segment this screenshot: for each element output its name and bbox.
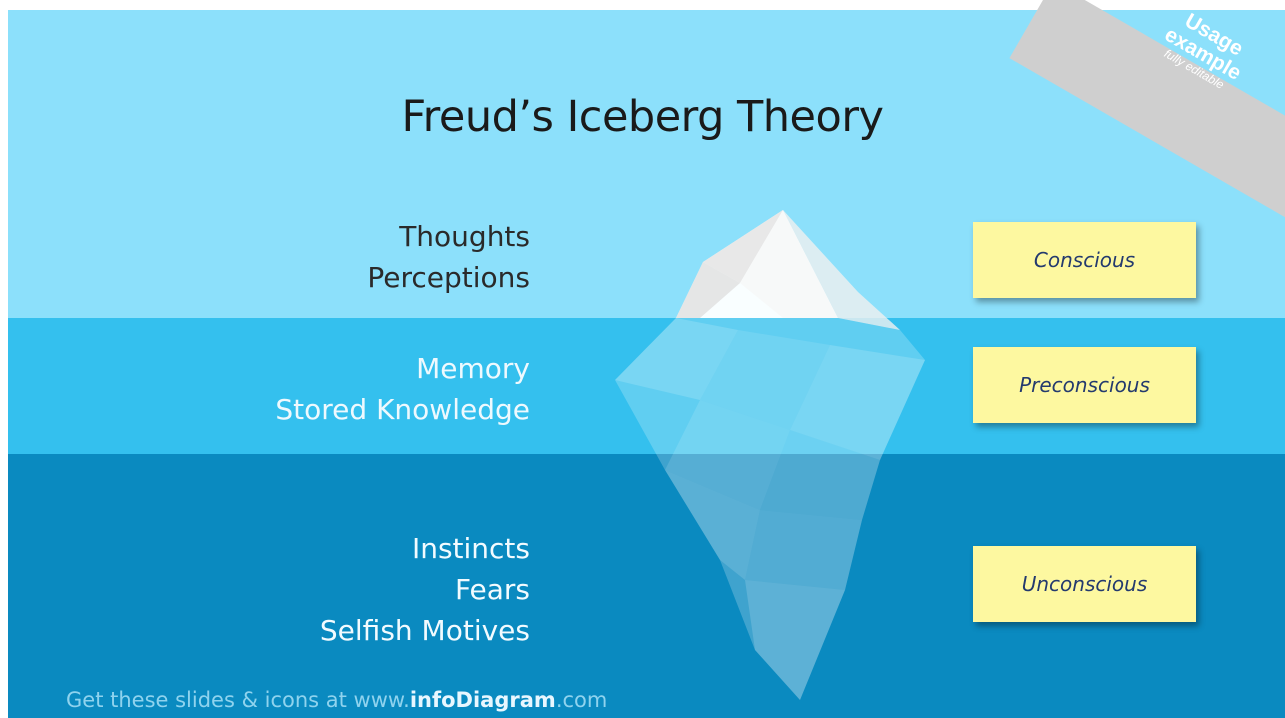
conscious-label-note: Conscious — [973, 222, 1196, 298]
unconscious-label-note: Unconscious — [973, 546, 1196, 622]
preconscious-contents: Memory Stored Knowledge — [275, 348, 530, 430]
preconscious-item: Memory — [416, 352, 530, 385]
preconscious-label-note: Preconscious — [973, 347, 1196, 423]
footer-credit: Get these slides & icons at www.infoDiag… — [66, 688, 607, 712]
unconscious-contents: Instincts Fears Selfish Motives — [320, 528, 530, 651]
footer-prefix: Get these slides & icons at www. — [66, 688, 410, 712]
footer-suffix: .com — [555, 688, 608, 712]
unconscious-item: Instincts — [411, 532, 530, 565]
conscious-item: Perceptions — [367, 261, 530, 294]
unconscious-item: Fears — [454, 573, 530, 606]
conscious-contents: Thoughts Perceptions — [367, 216, 530, 298]
slide-title: Freud’s Iceberg Theory — [401, 92, 884, 142]
conscious-item: Thoughts — [399, 220, 530, 253]
preconscious-item: Stored Knowledge — [275, 393, 530, 426]
unconscious-item: Selfish Motives — [319, 614, 530, 647]
footer-brand: infoDiagram — [409, 688, 556, 712]
